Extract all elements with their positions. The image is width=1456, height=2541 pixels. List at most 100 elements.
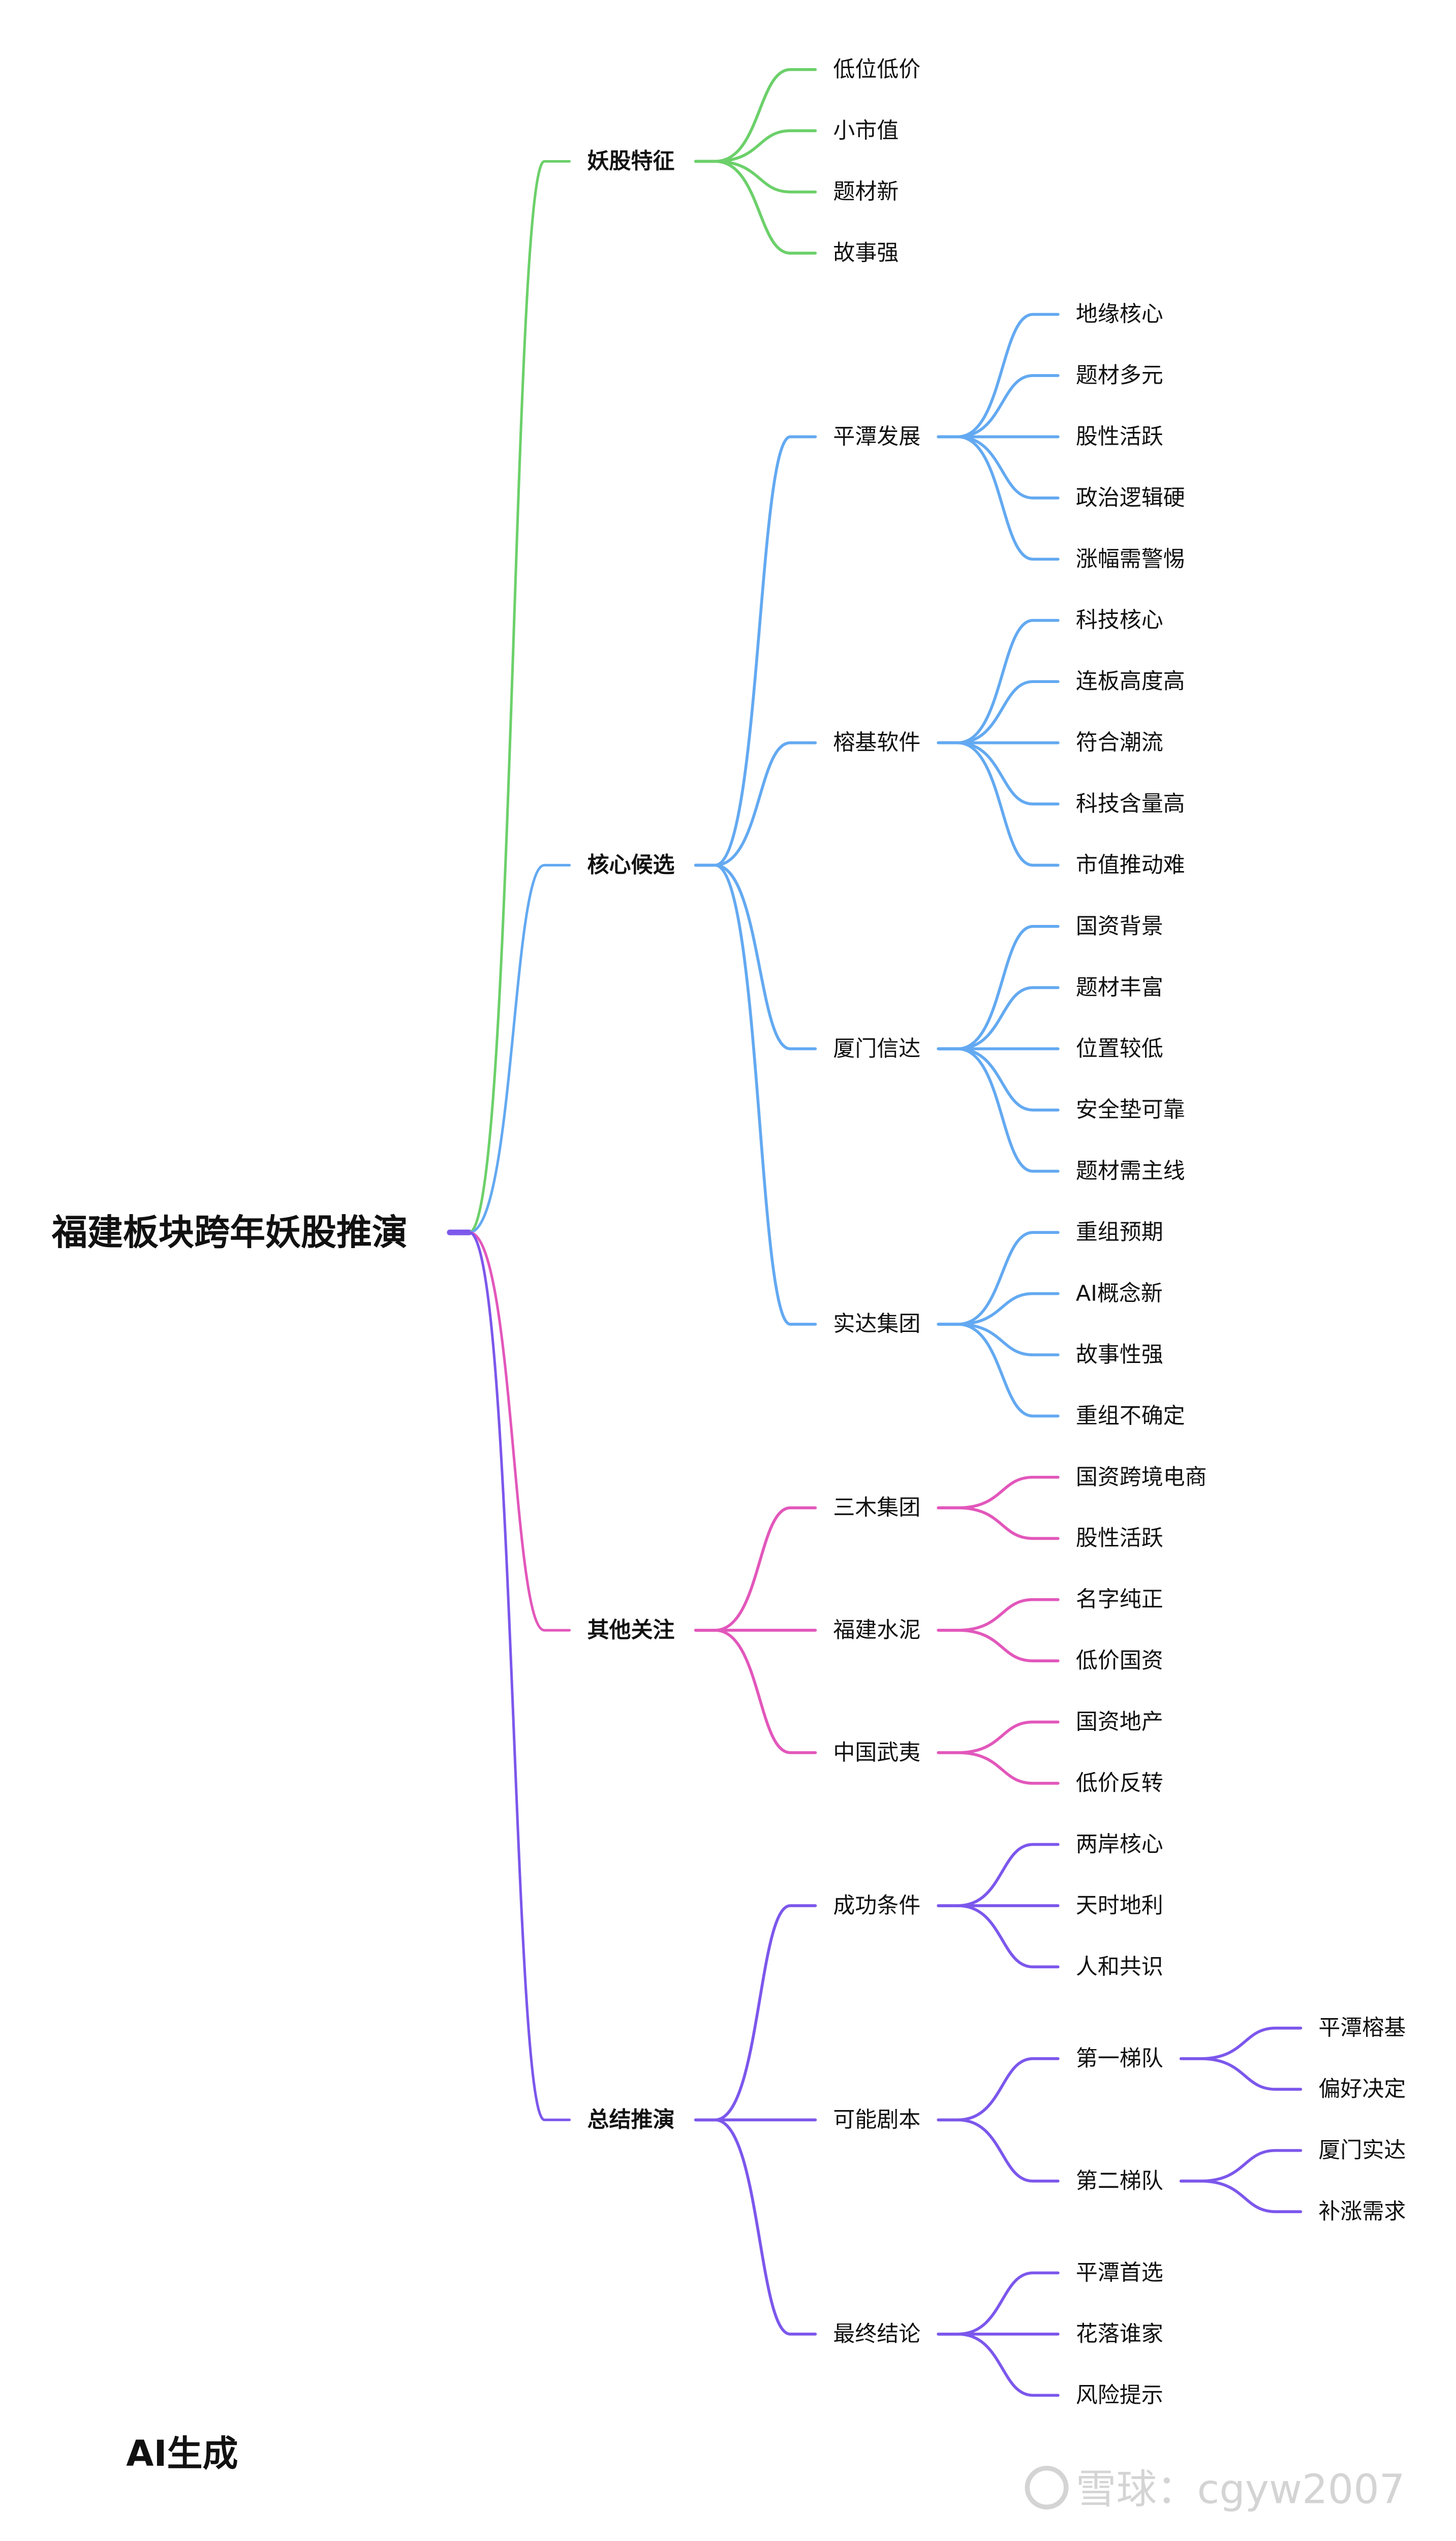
connector-line xyxy=(937,1292,1060,1326)
leaf-node[interactable]: 低价反转 xyxy=(1076,1771,1163,1796)
leaf-node[interactable]: 科技核心 xyxy=(1076,608,1163,633)
leaf-node[interactable]: 题材需主线 xyxy=(1076,1159,1185,1184)
connector-line xyxy=(448,863,571,1234)
connector-line xyxy=(937,1629,1060,1662)
connector-line xyxy=(694,1506,817,1632)
connector-line xyxy=(937,925,1060,1050)
connector-line xyxy=(694,68,817,163)
leaf-node[interactable]: 重组不确定 xyxy=(1076,1403,1185,1429)
leaf-node[interactable]: 风险提示 xyxy=(1076,2382,1163,2408)
connector-line xyxy=(694,160,817,194)
leaf-node[interactable]: 天时地利 xyxy=(1076,1893,1163,1918)
xueqiu-logo-icon xyxy=(1025,2466,1069,2509)
leaf-node[interactable]: 连板高度高 xyxy=(1076,669,1185,694)
branch-node[interactable]: 可能剧本 xyxy=(833,2107,920,2132)
leaf-node[interactable]: 重组预期 xyxy=(1076,1220,1163,1245)
leaf-node[interactable]: 安全垫可靠 xyxy=(1076,1097,1185,1123)
watermark: 雪球：cgyw2007 xyxy=(1025,2466,1405,2513)
connector-line xyxy=(937,313,1060,439)
leaf-node[interactable]: 题材多元 xyxy=(1076,363,1163,388)
connector-line xyxy=(448,1231,571,1632)
branch-node[interactable]: 最终结论 xyxy=(833,2321,920,2347)
connector-line xyxy=(937,1720,1060,1754)
connector-line xyxy=(694,863,817,1326)
connector-line xyxy=(937,680,1060,745)
connector-line xyxy=(937,1598,1060,1632)
branch-node[interactable]: 妖股特征 xyxy=(587,149,675,174)
leaf-node[interactable]: 股性活跃 xyxy=(1076,1526,1163,1551)
branch-node[interactable]: 福建水泥 xyxy=(833,1618,920,1643)
connector-line xyxy=(1179,2179,1303,2213)
connector-line xyxy=(937,1843,1060,1907)
branch-node[interactable]: 成功条件 xyxy=(833,1893,920,1918)
leaf-node[interactable]: 两岸核心 xyxy=(1076,1832,1163,1857)
connector-line xyxy=(937,986,1060,1050)
branch-node[interactable]: 中国武夷 xyxy=(833,1740,920,1765)
leaf-node[interactable]: 国资背景 xyxy=(1076,914,1163,939)
leaf-node[interactable]: 科技含量高 xyxy=(1076,791,1185,817)
leaf-node[interactable]: 低位低价 xyxy=(833,57,920,82)
leaf-node[interactable]: 符合潮流 xyxy=(1076,730,1163,756)
connector-line xyxy=(937,2271,1060,2336)
leaf-node[interactable]: 厦门实达 xyxy=(1318,2138,1406,2163)
connector-line xyxy=(937,1506,1060,1540)
connector-line xyxy=(448,1231,571,2121)
leaf-node[interactable]: 地缘核心 xyxy=(1076,302,1163,327)
connector-line xyxy=(937,1475,1060,1509)
connector-line xyxy=(937,2118,1060,2183)
branch-node[interactable]: 平潭发展 xyxy=(833,424,920,449)
leaf-node[interactable]: 平潭首选 xyxy=(1076,2260,1163,2285)
leaf-node[interactable]: 题材新 xyxy=(833,179,899,205)
connector-line xyxy=(937,1231,1060,1326)
branch-node[interactable]: 核心候选 xyxy=(587,852,675,878)
branch-node[interactable]: 第一梯队 xyxy=(1076,2046,1163,2071)
leaf-node[interactable]: 小市值 xyxy=(833,118,899,143)
branch-node[interactable]: 总结推演 xyxy=(587,2107,675,2132)
branch-node[interactable]: 第二梯队 xyxy=(1076,2168,1163,2194)
leaf-node[interactable]: 名字纯正 xyxy=(1076,1587,1163,1613)
connector-line xyxy=(1179,2026,1303,2060)
leaf-node[interactable]: 偏好决定 xyxy=(1318,2077,1406,2102)
connector-line xyxy=(694,435,817,867)
leaf-node[interactable]: 市值推动难 xyxy=(1076,852,1185,878)
connector-line xyxy=(937,1322,1060,1418)
branch-node[interactable]: 实达集团 xyxy=(833,1312,920,1337)
leaf-node[interactable]: 涨幅需警惕 xyxy=(1076,546,1185,572)
root-node[interactable]: 福建板块跨年妖股推演 xyxy=(51,1212,408,1253)
connector-line xyxy=(694,2118,817,2336)
connector-line xyxy=(937,618,1060,745)
leaf-node[interactable]: 政治逻辑硬 xyxy=(1076,485,1185,511)
mind-map-edges xyxy=(447,68,1303,2397)
leaf-node[interactable]: 人和共识 xyxy=(1076,1954,1163,1979)
connector-line xyxy=(694,129,817,163)
connector-line xyxy=(1179,2149,1303,2183)
branch-node[interactable]: 三木集团 xyxy=(833,1495,920,1521)
connector-line xyxy=(694,1904,817,2122)
leaf-node[interactable]: 题材丰富 xyxy=(1076,975,1163,1000)
leaf-node[interactable]: 平潭榕基 xyxy=(1318,2016,1406,2041)
connector-line xyxy=(937,435,1060,561)
connector-line xyxy=(937,2057,1060,2122)
leaf-node[interactable]: 国资地产 xyxy=(1076,1710,1163,1735)
branch-node[interactable]: 榕基软件 xyxy=(833,730,920,756)
connector-line xyxy=(937,741,1060,867)
leaf-node[interactable]: 花落谁家 xyxy=(1076,2321,1163,2347)
watermark-text: 雪球：cgyw2007 xyxy=(1076,2466,1405,2513)
leaf-node[interactable]: 股性活跃 xyxy=(1076,424,1163,449)
leaf-node[interactable]: 低价国资 xyxy=(1076,1648,1163,1674)
leaf-node[interactable]: AI概念新 xyxy=(1076,1281,1163,1307)
connector-line xyxy=(937,1751,1060,1785)
connector-line xyxy=(694,160,817,255)
branch-node[interactable]: 厦门信达 xyxy=(833,1036,920,1062)
connector-line xyxy=(937,1904,1060,1969)
connector-line xyxy=(694,863,817,1050)
connector-line xyxy=(937,1322,1060,1356)
leaf-node[interactable]: 故事强 xyxy=(833,240,899,266)
leaf-node[interactable]: 国资跨境电商 xyxy=(1076,1465,1207,1490)
leaf-node[interactable]: 补涨需求 xyxy=(1318,2199,1406,2224)
branch-node[interactable]: 其他关注 xyxy=(587,1618,675,1643)
leaf-node[interactable]: 故事性强 xyxy=(1076,1342,1163,1368)
leaf-node[interactable]: 位置较低 xyxy=(1076,1036,1163,1062)
